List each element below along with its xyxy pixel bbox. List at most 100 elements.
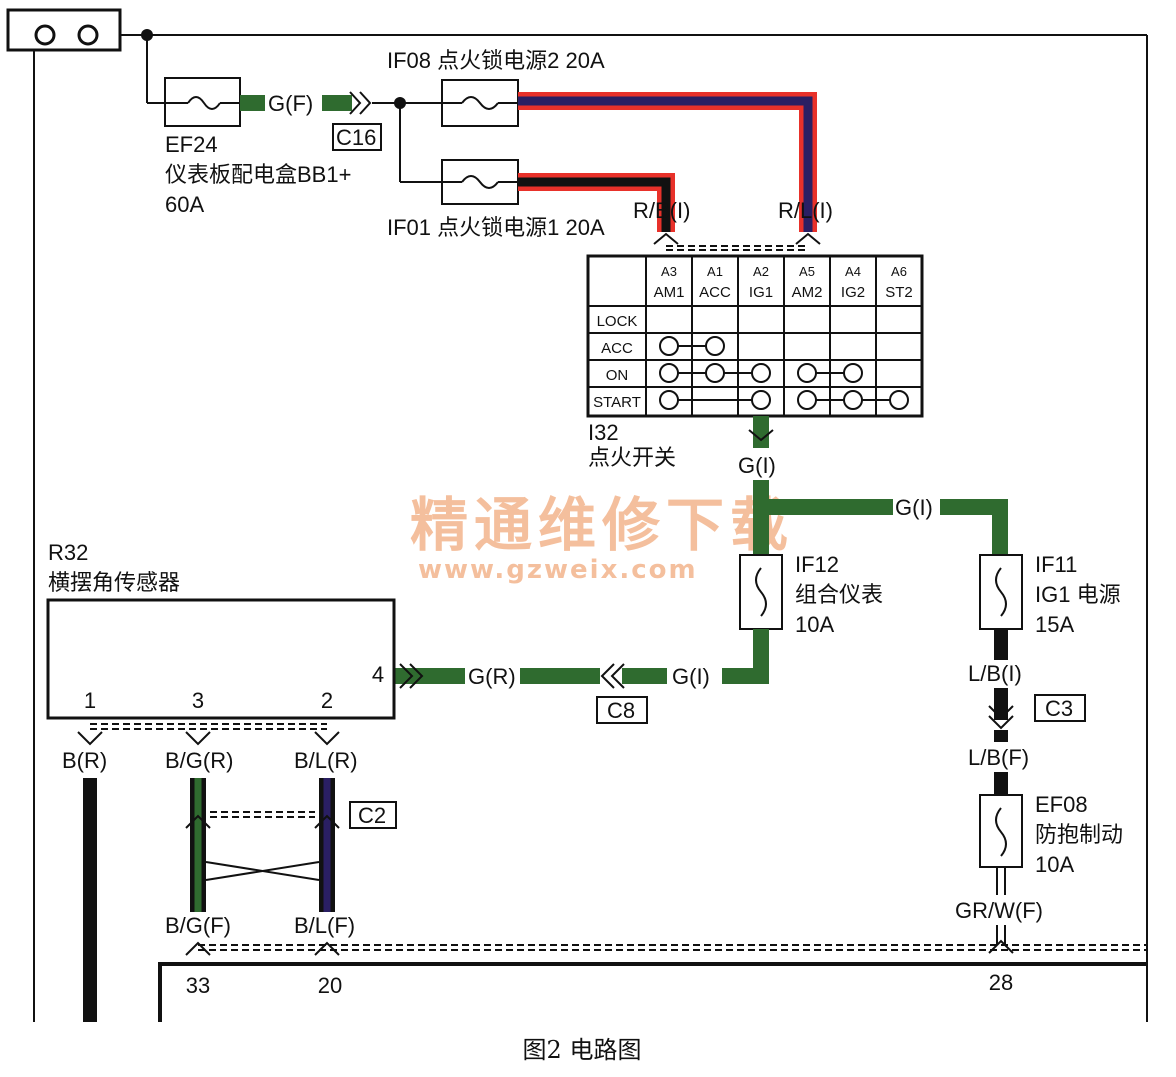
fuse-ef24-id: EF24 — [165, 132, 218, 157]
wire-rb-label: R/B(I) — [633, 198, 690, 223]
wire-gr-label: G(R) — [468, 664, 516, 689]
terminal-circle-left — [34, 24, 56, 46]
connector-c2-arrow-left-icon — [185, 814, 211, 829]
switch-id: I32 — [588, 420, 619, 445]
switch-position-label: ON — [606, 367, 629, 384]
connector-c3-label: C3 — [1045, 696, 1073, 721]
fuse-if11: IF11 IG1 电源 15A — [979, 552, 1121, 637]
connector-c16-arrow2-icon — [359, 91, 372, 115]
wire-grwf-label: GR/W(F) — [955, 898, 1043, 923]
fuse-ef08-desc: 防抱制动 — [1035, 822, 1123, 847]
switch-contact-icon — [659, 363, 679, 383]
fuse-ef08-id: EF08 — [1035, 792, 1088, 817]
connector-c16-tag — [332, 123, 382, 151]
switch-contact-icon — [797, 390, 817, 410]
wire-lbf-label: L/B(F) — [968, 745, 1029, 770]
abs-module-frame — [158, 962, 1147, 1022]
sensor-pin3-connector-icon — [185, 731, 211, 746]
connector-c3-arrow-icon — [988, 705, 1014, 720]
watermark-title: 精通维修下载 — [410, 491, 794, 559]
ignition-switch-i32: A3 AM1 A1 ACC A2 IG1 A5 AM2 A4 IG2 A6 ST… — [586, 254, 924, 470]
fuse-ef08: EF08 防抱制动 10A — [979, 792, 1123, 877]
fuse-if12-element-icon — [755, 567, 767, 617]
power-bus — [6, 8, 1148, 1022]
wire-rb: R/B(I) — [518, 173, 690, 232]
module-pin-label: 28 — [989, 970, 1013, 995]
sensor-pin4-connector2-icon — [409, 663, 424, 689]
twisted-pair: C2 — [185, 778, 397, 912]
fuse-if11-rating: 15A — [1035, 612, 1074, 637]
sensor-id: R32 — [48, 540, 88, 565]
fuse-if01: IF01 点火锁电源1 20A — [387, 159, 605, 240]
switch-terminal-pin: A5 — [799, 264, 815, 279]
ignition-switch-frame — [586, 254, 924, 418]
twist-line-b — [205, 861, 320, 881]
sensor-pin1-connector-icon — [77, 731, 103, 746]
figure-caption: 图2 电路图 — [523, 1036, 642, 1064]
wire-gi-c8-label: G(I) — [672, 664, 710, 689]
wire-gf-label: G(F) — [268, 91, 313, 116]
switch-terminal-pin: A3 — [661, 264, 677, 279]
connector-c8-arrow2-icon — [600, 663, 615, 689]
sensor-pin-label: 2 — [321, 688, 333, 713]
switch-ig1-connector-icon — [748, 429, 774, 442]
switch-contact-icon — [843, 390, 863, 410]
fuse-if01-element-icon — [461, 175, 499, 189]
connector-c8-arrow-icon — [610, 663, 625, 689]
wire-bgr-label: B/G(R) — [165, 748, 233, 773]
switch-contact-icon — [889, 390, 909, 410]
connector-c2-label: C2 — [358, 803, 386, 828]
fuse-if12-rating: 10A — [795, 612, 834, 637]
fuse-if11-id: IF11 — [1035, 552, 1077, 577]
wire-bgf-label: B/G(F) — [165, 913, 231, 938]
connector-c8-tag — [596, 696, 648, 724]
fuse-if11-element-icon — [995, 567, 1007, 617]
wire-rl-core — [518, 96, 813, 232]
wire-rl: R/L(I) — [518, 92, 833, 232]
switch-am1-connector-icon — [653, 232, 679, 245]
fuse-if12-id: IF12 — [795, 552, 839, 577]
sensor-r32: R32 横摆角传感器 1 3 2 4 — [46, 540, 396, 720]
switch-name: 点火开关 — [588, 445, 676, 470]
switch-position-label: START — [593, 394, 641, 411]
switch-contact-icon — [843, 363, 863, 383]
sensor-pin-label: 3 — [192, 688, 204, 713]
sensor-name: 横摆角传感器 — [48, 570, 180, 595]
wire-blr-label: B/L(R) — [294, 748, 358, 773]
switch-terminal-name: IG2 — [841, 284, 865, 301]
connector-c2-tag — [349, 801, 397, 829]
switch-contact-icon — [705, 336, 725, 356]
terminal-circle-right — [77, 24, 99, 46]
switch-terminal-name: ACC — [699, 284, 731, 301]
sensor-pin-label: 4 — [372, 662, 384, 687]
wire-gi-if12-out — [722, 629, 769, 684]
fuse-if01-label: IF01 点火锁电源1 20A — [387, 215, 605, 240]
switch-terminal-name: ST2 — [885, 284, 913, 301]
switch-am2-connector-icon — [795, 232, 821, 245]
sensor-pin4-connector-icon — [399, 663, 414, 689]
fuse-if08: IF08 点火锁电源2 20A — [387, 48, 605, 127]
fuse-if08-label: IF08 点火锁电源2 20A — [387, 48, 605, 73]
connector-c16-label: C16 — [336, 125, 376, 150]
fuse-ef24-rating: 60A — [165, 192, 204, 217]
wire-gi-right-label: G(I) — [895, 495, 933, 520]
switch-contact-icon — [659, 336, 679, 356]
switch-contact-icon — [751, 390, 771, 410]
battery-terminal-block — [6, 8, 122, 52]
switch-contact-icon — [797, 363, 817, 383]
wire-gi-branch-right — [940, 499, 1008, 555]
wire-lbi-label: L/B(I) — [968, 661, 1022, 686]
fuse-if11-desc: IG1 电源 — [1035, 582, 1121, 607]
fuse-ef24-element-icon — [187, 96, 221, 110]
watermark: 精通维修下载 www.gzweix.com — [410, 491, 794, 585]
connector-c8-label: C8 — [607, 698, 635, 723]
fuse-ef24-desc: 仪表板配电盒BB1+ — [165, 162, 351, 187]
switch-terminal-pin: A4 — [845, 264, 861, 279]
connector-c2-arrow-right-icon — [314, 814, 340, 829]
wire-blf-label: B/L(F) — [294, 913, 355, 938]
fuse-if12-desc: 组合仪表 — [795, 582, 883, 607]
switch-terminal-pin: A2 — [753, 264, 769, 279]
module-pin-label: 20 — [318, 973, 342, 998]
switch-contact-icon — [705, 363, 725, 383]
